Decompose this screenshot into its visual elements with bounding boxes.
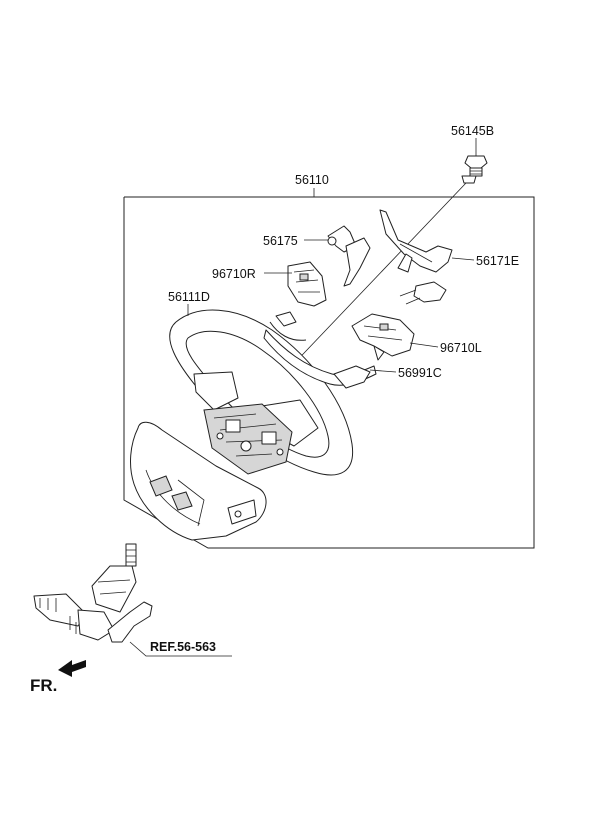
switch-left-96710L (351, 313, 415, 361)
assembly-frame (123, 196, 535, 549)
label-front: FR. (30, 676, 57, 695)
label-wiring: 56171E (476, 254, 519, 268)
label-switch-left: 96710L (440, 341, 482, 355)
label-cover-switch: 56175 (263, 234, 298, 248)
steering-wheel-56111D (169, 309, 354, 476)
horn-cover (130, 421, 267, 541)
label-nut: 56145B (451, 124, 494, 138)
nut-56145B (285, 138, 488, 373)
label-wheel: 56111D (168, 290, 210, 304)
switch-right-96710R (269, 261, 327, 341)
label-assembly: 56110 (295, 173, 329, 187)
leader-lines (187, 188, 475, 373)
extension-wire-56991C (263, 329, 377, 389)
front-arrow-icon (58, 660, 86, 677)
label-switch-right: 96710R (212, 267, 256, 281)
label-reference: REF.56-563 (150, 640, 216, 654)
switch-cover-56175 (327, 225, 371, 287)
steering-column-reference (33, 543, 232, 657)
wiring-bracket-56171E (379, 209, 453, 305)
label-extension-wire: 56991C (398, 366, 442, 380)
